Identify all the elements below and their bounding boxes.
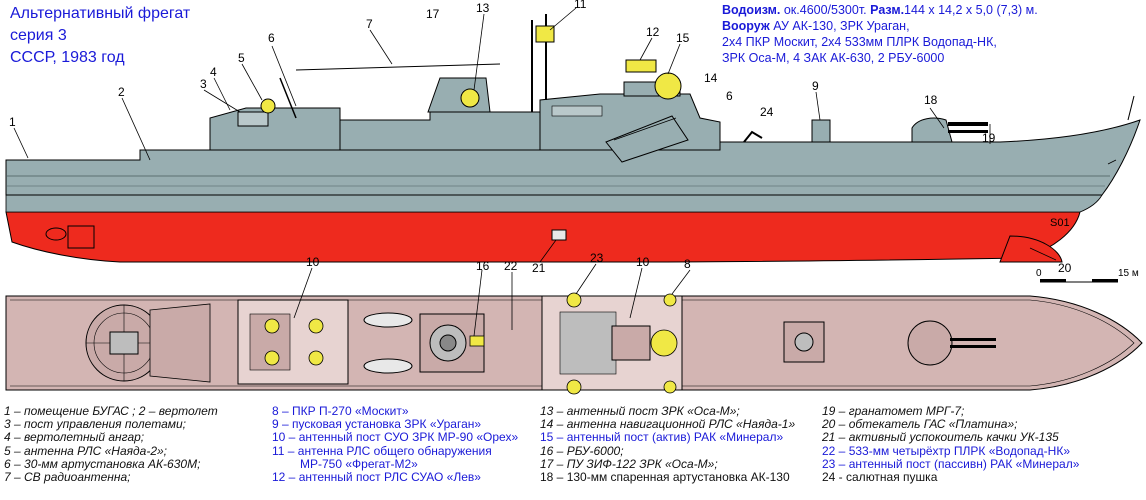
callout-2: 2 [118, 85, 125, 99]
callout-24: 24 [760, 105, 774, 119]
legend-col-2: 8 – ПКР П-270 «Москит» 9 – пусковая уста… [272, 404, 519, 484]
uragan-launcher [811, 119, 831, 143]
callout-4: 4 [210, 65, 217, 79]
antifouling-hull [5, 211, 1081, 263]
callout-12: 12 [646, 25, 660, 39]
ship-drawing: S01 1 2 3 4 5 6 7 13 11 12 15 14 6 24 9 … [5, 0, 1143, 395]
legend-item: 19 – гранатомет МРГ-7; [822, 404, 965, 418]
side-callouts: 1 2 3 4 5 6 7 13 11 12 15 14 6 24 9 18 1… [9, 0, 1072, 275]
title-country-year: СССР, 1983 год [10, 49, 125, 66]
spec-line-2: Вооруж АУ АК-130, ЗРК Ураган, [722, 18, 1038, 34]
plan-view [5, 263, 1143, 395]
propeller [45, 227, 67, 241]
legend-item blu: 15 – антенный пост (актив) РАК «Минерал» [540, 430, 784, 445]
displacement-value: ок.4600/5300т. [783, 3, 867, 17]
callout-9: 9 [812, 79, 819, 93]
callout-7: 7 [366, 17, 373, 31]
plan-callout-10a: 10 [306, 255, 320, 269]
title-series: серия 3 [10, 27, 67, 44]
legend-col-1: 1 – помещение БУГАС ; 2 – вертолет 3 – п… [4, 404, 218, 484]
title-block: Альтернативный фрегат серия 3 СССР, 1983… [10, 3, 190, 69]
callout-13: 13 [476, 1, 490, 15]
ak130-turret [911, 117, 953, 143]
plan-callouts: 10 16 22 23 10 8 [306, 251, 691, 273]
callout-11: 11 [574, 0, 587, 11]
callout-18: 18 [924, 93, 938, 107]
callout-1: 1 [9, 115, 16, 129]
legend-col-3: 13 – антенный пост ЗРК «Оса-М»; 14 – ант… [540, 404, 796, 484]
legend-item: 3 – пост управления полетами; [4, 417, 186, 432]
side-profile: S01 [5, 7, 1141, 263]
spec-line-1: Водоизм. ок.4600/5300т. Разм.144 х 14,2 … [722, 2, 1038, 18]
funnel [427, 77, 491, 113]
flight-control-post [237, 111, 269, 127]
plan-callout-22: 22 [504, 259, 518, 273]
callout-6a: 6 [268, 31, 275, 45]
hull-number: S01 [1050, 217, 1070, 229]
armament-value: АУ АК-130, ЗРК Ураган, [773, 19, 910, 33]
callout-15: 15 [676, 31, 690, 45]
radar-lev [625, 59, 657, 73]
plan-callout-23: 23 [590, 251, 604, 265]
plan-callout-8: 8 [684, 257, 691, 271]
plan-ak130 [907, 320, 953, 366]
moskit-launcher [605, 115, 689, 163]
callout-20: 20 [1058, 261, 1072, 275]
osa-radar [460, 88, 480, 108]
legend-item: 23 – антенный пост (пассивн) РАК «Минера… [822, 456, 1080, 471]
legend-item: 22 – 533-мм четырёхтр ПЛРК «Водопад-НК» [822, 443, 1070, 458]
legend-item: 14 – антенна навигационной РЛС «Наяда-1» [540, 417, 796, 432]
callout-17: 17 [426, 7, 440, 21]
legend-item: 13 – антенный пост ЗРК «Оса-М»; [540, 404, 740, 418]
spec-line-4: ЗРК Оса-М, 4 ЗАК АК-630, 2 РБУ-6000 [722, 51, 945, 65]
legend-item: 20 – обтекатель ГАС «Платина»; [822, 417, 1018, 432]
mid-superstructure [339, 111, 541, 151]
legend-item: 16 – РБУ-6000; [540, 443, 624, 458]
legend-item: 8 – ПКР П-270 «Москит» [272, 404, 409, 418]
armament-label: Вооруж [722, 19, 770, 33]
scale-length: 15 м [1118, 268, 1139, 279]
legend-item: МР-750 «Фрегат-М2» [300, 456, 418, 471]
callout-6b: 6 [726, 89, 733, 103]
scale-bar: 0 15 м [1036, 268, 1139, 283]
legend-item: 10 – антенный пост СУО ЗРК МР-90 «Орех» [272, 430, 519, 445]
legend-item: 17 – ПУ ЗИФ-122 ЗРК «Оса-М»; [540, 456, 718, 471]
legend-item: 4 – вертолетный ангар; [4, 430, 145, 445]
hull-lower [5, 194, 1103, 213]
legend-item: 21 – активный успокоитель качки УК-135 [822, 430, 1059, 445]
legend-col-4: 19 – гранатомет МРГ-7; 20 – обтекатель Г… [822, 404, 1080, 484]
mineral-dome [654, 72, 682, 100]
spec-line-3: 2х4 ПКР Москит, 2х4 533мм ПЛРК Водопад-Н… [722, 35, 997, 49]
spec-block: Водоизм. ок.4600/5300т. Разм.144 х 14,2 … [722, 2, 1038, 66]
rudder [67, 225, 95, 249]
legend-item: 9 – пусковая установка ЗРК «Ураган» [272, 417, 482, 432]
legend-item: 11 – антенна РЛС общего обнаружения [272, 443, 492, 458]
hangar [209, 107, 341, 151]
callout-3: 3 [200, 77, 207, 91]
callout-14: 14 [704, 71, 718, 85]
title-name: Альтернативный фрегат [10, 5, 191, 22]
legend-item: 5 – антенна РЛС «Наяда-2»; [4, 443, 168, 458]
scale-zero: 0 [1036, 268, 1042, 279]
legend-item: 7 – СВ радиоантенна; [4, 469, 131, 484]
legend-item: 1 – помещение БУГАС ; 2 – вертолет [4, 404, 218, 418]
legend-item: 18 – 130-мм спаренная артустановка АК-13… [540, 469, 790, 484]
stabilizer [551, 229, 567, 241]
legend-item: 6 – 30-мм артустановка АК-630М; [4, 456, 201, 471]
plan-callout-10b: 10 [636, 255, 650, 269]
legend-item: 12 – антенный пост РЛС СУАО «Лев» [272, 469, 481, 484]
radar-antenna-fregat [535, 25, 555, 43]
dimensions-label: Разм. [870, 3, 905, 17]
dimensions-value: 144 х 14,2 х 5,0 (7,3) м. [904, 3, 1038, 17]
callout-5: 5 [238, 51, 245, 65]
plan-callout-16: 16 [476, 259, 490, 273]
legend-item: 24 - салютная пушка [822, 469, 938, 484]
callout-21: 21 [532, 261, 546, 275]
callout-19: 19 [982, 131, 996, 145]
displacement-label: Водоизм. [722, 3, 781, 17]
